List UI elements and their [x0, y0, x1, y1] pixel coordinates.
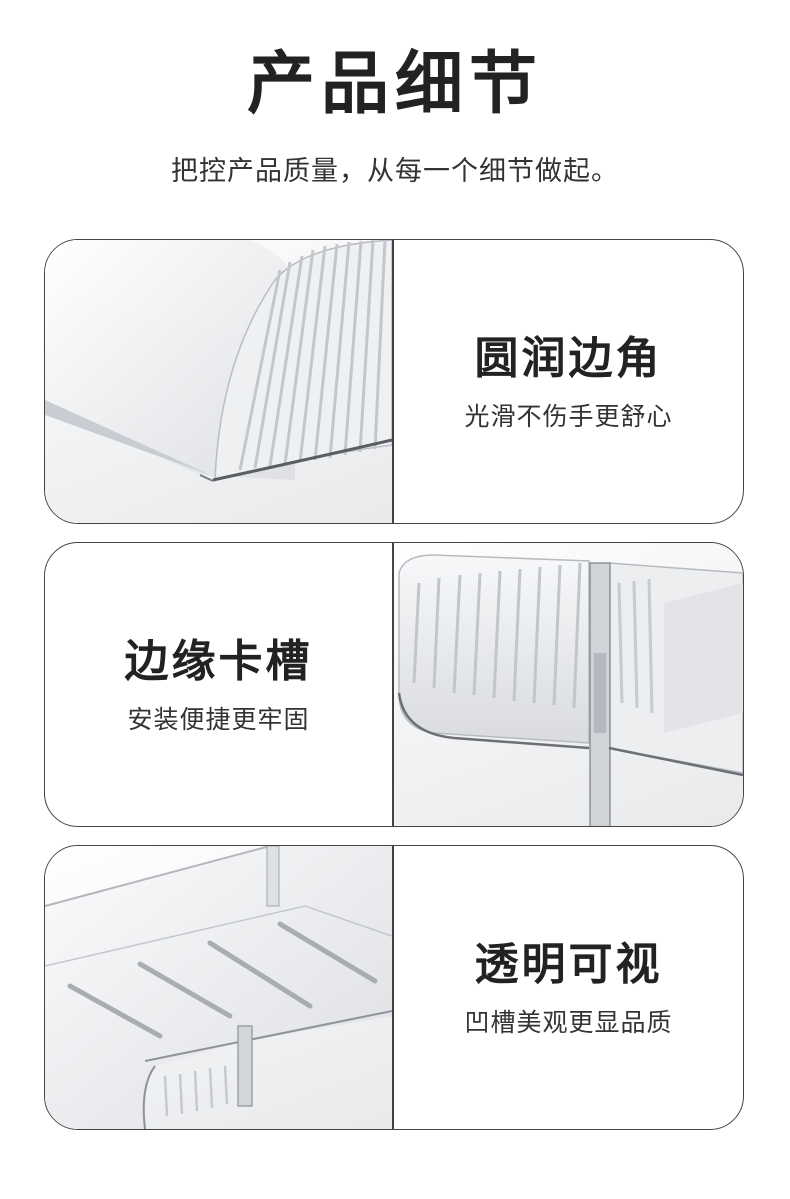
feature-text-rounded-corners: 圆润边角 光滑不伤手更舒心 [394, 240, 743, 523]
feature-title: 透明可视 [474, 938, 663, 990]
page-title: 产品细节 [246, 45, 543, 124]
feature-card-transparent: 透明可视 凹槽美观更显品质 [44, 845, 744, 1130]
feature-card-rounded-corners: 圆润边角 光滑不伤手更舒心 [44, 239, 744, 524]
feature-title: 边缘卡槽 [124, 635, 313, 687]
card-divider [392, 543, 394, 826]
feature-card-edge-slot: 边缘卡槽 安装便捷更牢固 [44, 542, 744, 827]
rounded-corner-photo-icon [45, 240, 392, 482]
card-divider [392, 240, 394, 523]
transparent-tray-photo-icon [45, 846, 392, 1129]
feature-photo-transparent [45, 846, 392, 1129]
feature-description: 安装便捷更牢固 [127, 704, 310, 734]
page-subtitle: 把控产品质量，从每一个细节做起。 [171, 156, 619, 187]
feature-text-transparent: 透明可视 凹槽美观更显品质 [394, 846, 743, 1129]
feature-description: 凹槽美观更显品质 [464, 1007, 673, 1037]
feature-title: 圆润边角 [474, 332, 663, 384]
feature-photo-edge-slot [394, 543, 743, 826]
feature-description: 光滑不伤手更舒心 [464, 401, 673, 431]
card-divider [392, 846, 394, 1129]
feature-text-edge-slot: 边缘卡槽 安装便捷更牢固 [45, 543, 392, 826]
edge-slot-photo-icon [397, 554, 743, 826]
feature-photo-rounded-corners [45, 240, 392, 523]
